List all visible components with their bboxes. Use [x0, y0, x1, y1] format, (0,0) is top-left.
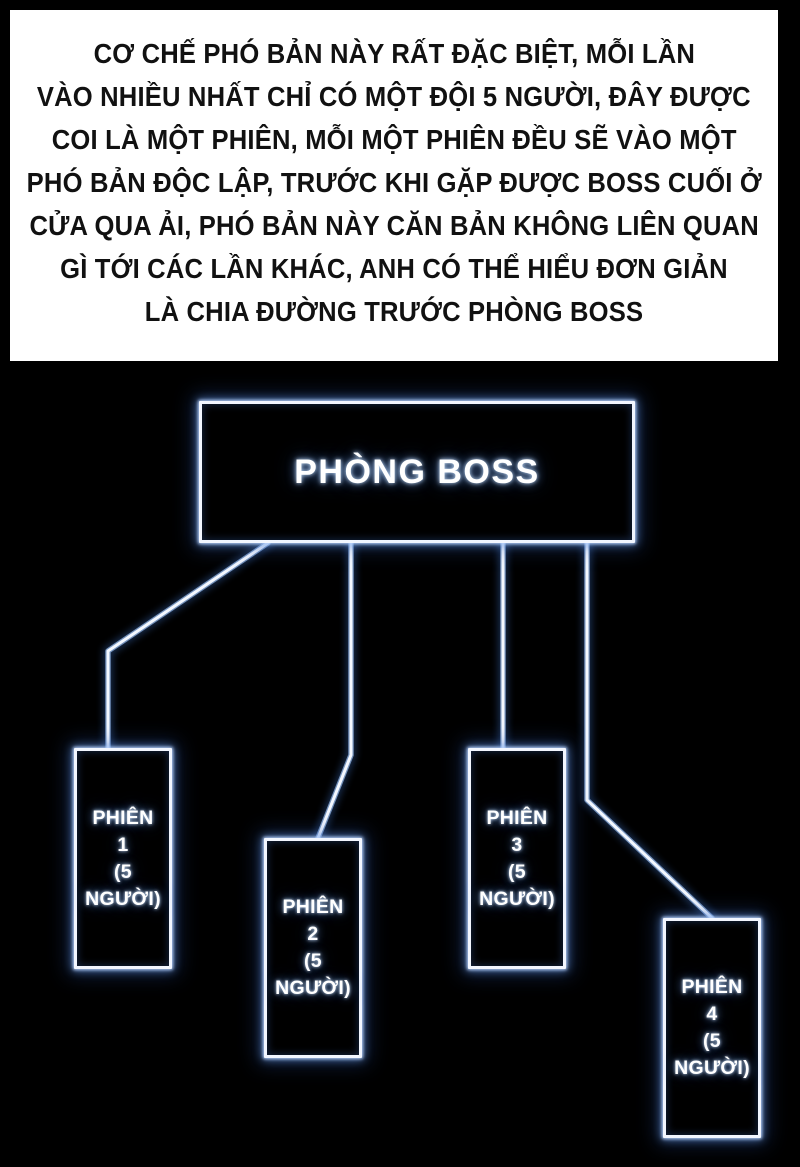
connector-to-session-1	[103, 538, 273, 753]
session-capacity-close: NGƯỜI)	[479, 887, 555, 910]
session-node-4[interactable]: PHIÊN 4 (5 NGƯỜI)	[663, 918, 761, 1138]
session-label-4: PHIÊN 4 (5 NGƯỜI)	[674, 974, 750, 1082]
narration-line: COI LÀ MỘT PHIÊN, MỖI MỘT PHIÊN ĐỀU SẼ V…	[51, 124, 737, 155]
session-label-2: PHIÊN 2 (5 NGƯỜI)	[275, 894, 351, 1002]
session-capacity-close: NGƯỜI)	[275, 977, 351, 999]
session-title: PHIÊN	[92, 806, 154, 829]
boss-room-node[interactable]: PHÒNG BOSS	[199, 401, 635, 543]
narration-line: GÌ TỚI CÁC LẦN KHÁC, ANH CÓ THỂ HIỂU ĐƠN…	[60, 253, 728, 284]
session-node-1[interactable]: PHIÊN 1 (5 NGƯỜI)	[74, 748, 172, 969]
session-number: 1	[117, 833, 129, 856]
session-capacity-close: NGƯỜI)	[85, 887, 161, 910]
connector-to-session-4	[582, 538, 717, 923]
session-number: 3	[511, 833, 523, 856]
session-number: 2	[307, 923, 319, 945]
session-capacity-open: (5	[304, 950, 322, 972]
boss-room-label: PHÒNG BOSS	[294, 452, 540, 491]
session-capacity-open: (5	[508, 860, 526, 883]
narration-line: LÀ CHIA ĐƯỜNG TRƯỚC PHÒNG BOSS	[144, 296, 644, 327]
session-number: 4	[706, 1003, 718, 1025]
session-title: PHIÊN	[681, 976, 743, 998]
session-label-1: PHIÊN 1 (5 NGƯỜI)	[85, 805, 161, 913]
narration-line: CỬA QUA ẢI, PHÓ BẢN NÀY CĂN BẢN KHÔNG LI…	[29, 210, 759, 241]
session-node-2[interactable]: PHIÊN 2 (5 NGƯỜI)	[264, 838, 362, 1058]
narration-line: PHÓ BẢN ĐỘC LẬP, TRƯỚC KHI GẶP ĐƯỢC BOSS…	[26, 167, 762, 198]
connector-to-session-2	[313, 538, 356, 843]
session-node-3[interactable]: PHIÊN 3 (5 NGƯỜI)	[468, 748, 566, 969]
session-capacity-open: (5	[703, 1030, 721, 1052]
narration-line: CƠ CHẾ PHÓ BẢN NÀY RẤT ĐẶC BIỆT, MỖI LẦN	[93, 38, 695, 69]
session-capacity-close: NGƯỜI)	[674, 1057, 750, 1079]
session-label-3: PHIÊN 3 (5 NGƯỜI)	[479, 805, 555, 913]
neon-tree-diagram: PHÒNG BOSS PHIÊN 1 (5 NGƯỜI) PHIÊN 2 (5 …	[0, 363, 800, 1167]
session-title: PHIÊN	[486, 806, 548, 829]
session-capacity-open: (5	[114, 860, 132, 883]
narration-line: VÀO NHIỀU NHẤT CHỈ CÓ MỘT ĐỘI 5 NGƯỜI, Đ…	[37, 81, 751, 112]
narration-panel: CƠ CHẾ PHÓ BẢN NÀY RẤT ĐẶC BIỆT, MỖI LẦN…	[8, 8, 780, 363]
session-title: PHIÊN	[282, 896, 344, 918]
